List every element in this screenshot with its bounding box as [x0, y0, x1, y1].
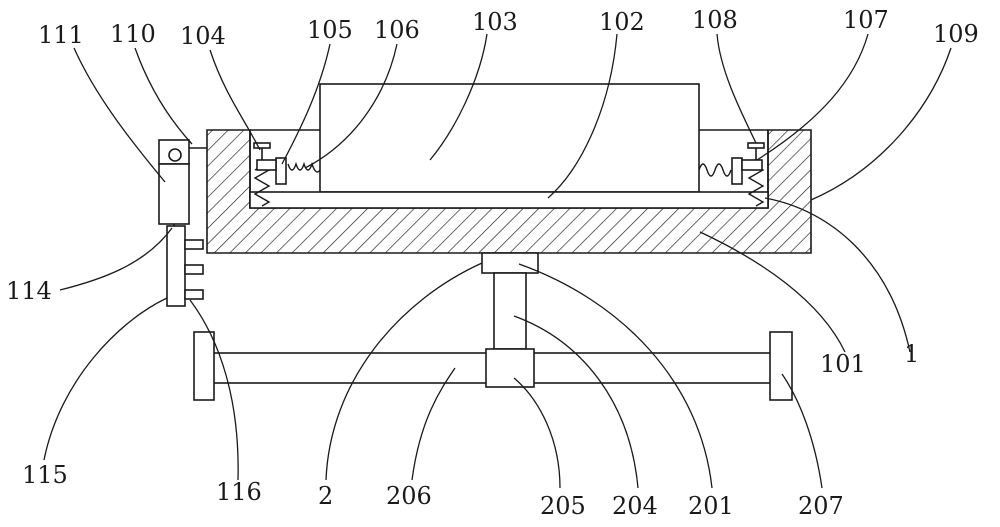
side-clamp: [158, 139, 207, 307]
label-111: 111: [38, 21, 84, 49]
label-102: 102: [599, 8, 645, 36]
label-205: 205: [540, 492, 586, 520]
left-spring-assembly: [253, 142, 321, 207]
left-end-block: [193, 331, 215, 401]
label-2: 2: [318, 482, 333, 510]
slider-block: [485, 348, 535, 388]
label-201: 201: [688, 492, 734, 520]
label-204: 204: [612, 492, 658, 520]
label-206: 206: [386, 482, 432, 510]
label-108: 108: [692, 6, 738, 34]
label-104: 104: [180, 22, 226, 50]
label-110: 110: [110, 20, 156, 48]
label-103: 103: [472, 8, 518, 36]
label-114: 114: [6, 277, 52, 305]
label-115: 115: [22, 461, 68, 489]
label-107: 107: [843, 6, 889, 34]
reference-labels: 111 110 104 105 106 103 102 108 107 109 …: [6, 6, 979, 520]
label-106: 106: [374, 16, 420, 44]
leader-lines: [43, 33, 952, 489]
label-101: 101: [820, 350, 866, 378]
right-end-block: [769, 331, 793, 401]
label-207: 207: [798, 492, 844, 520]
label-1: 1: [904, 340, 919, 368]
column-cap: [481, 252, 539, 274]
base-frame: [206, 129, 812, 254]
column-body: [493, 272, 527, 350]
label-109: 109: [933, 20, 979, 48]
label-116: 116: [216, 478, 262, 506]
label-105: 105: [307, 16, 353, 44]
slide-plate: [249, 191, 769, 209]
upper-block: [319, 83, 700, 193]
